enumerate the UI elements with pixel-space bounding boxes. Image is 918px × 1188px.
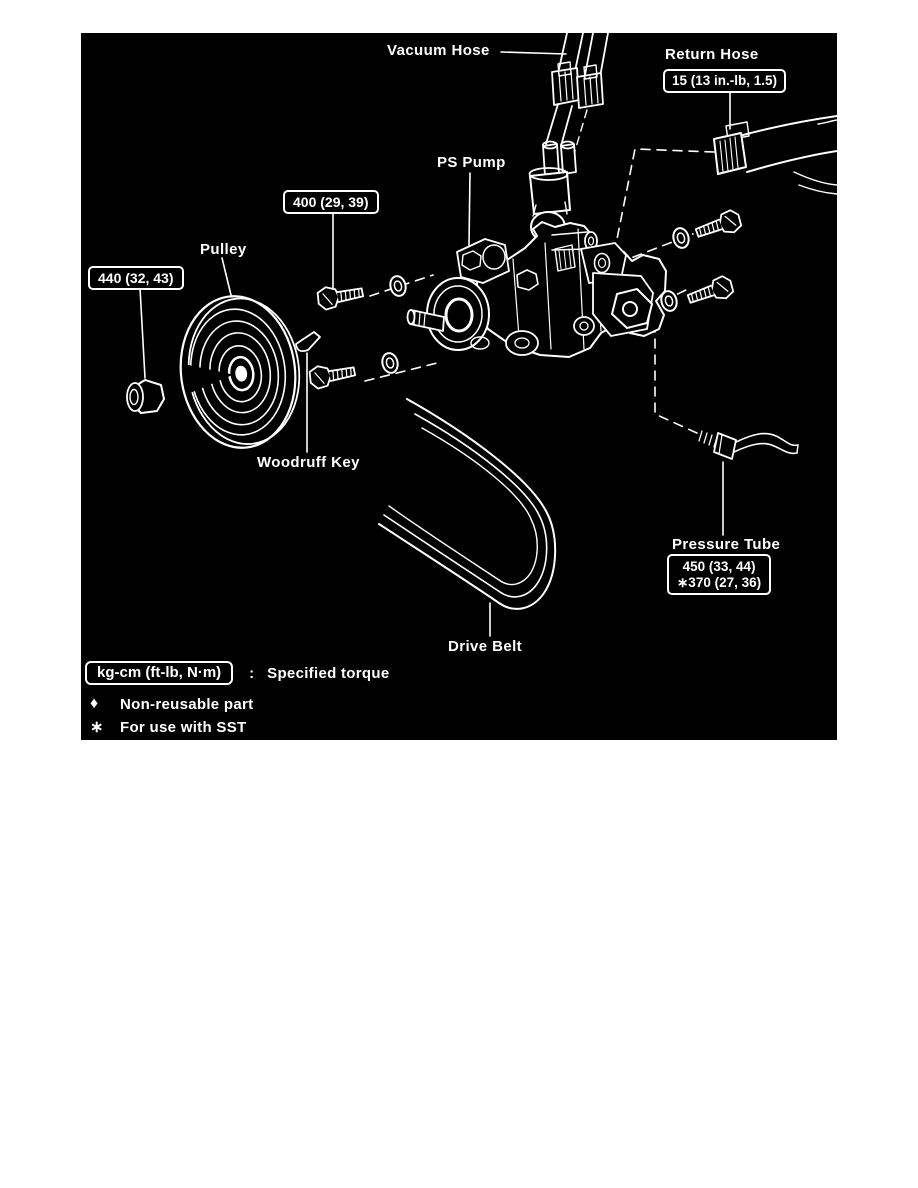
woodruff-key-illustration — [295, 331, 321, 353]
label-woodruff-key: Woodruff Key — [257, 454, 360, 471]
washer-illustration — [379, 350, 401, 376]
torque-box-return-hose: 15 (13 in.-lb, 1.5) — [663, 69, 787, 93]
return-hose-illustration — [713, 115, 837, 195]
washer-illustration — [670, 225, 692, 251]
leader-lines — [139, 51, 731, 637]
pressure-tube-illustration — [698, 430, 799, 460]
legend-diamond-meaning: Non-reusable part — [120, 695, 254, 713]
hose-clamp-illustration — [713, 121, 750, 175]
label-pressure-tube: Pressure Tube — [672, 536, 781, 553]
legend-star-meaning: For use with SST — [120, 718, 247, 736]
vacuum-hose-illustration — [528, 33, 609, 243]
label-return-hose: Return Hose — [665, 46, 759, 63]
bolt-illustration — [692, 207, 745, 246]
drive-belt-illustration — [378, 398, 557, 610]
legend-torque-meaning: Specified torque — [267, 664, 390, 682]
label-pulley: Pulley — [200, 241, 247, 258]
diagram-line-art — [126, 33, 837, 637]
label-vacuum-hose: Vacuum Hose — [387, 42, 490, 59]
pressure-tube-torque-line1: 450 (33, 44) — [682, 559, 756, 574]
pump-illustration — [406, 221, 667, 358]
bolt-illustration — [314, 279, 366, 312]
asterisk-icon: ∗ — [90, 719, 104, 736]
legend-diamond-row: ♦ Non-reusable part — [90, 695, 253, 713]
label-drive-belt: Drive Belt — [448, 638, 523, 655]
legend-torque-row: kg-cm (ft-lb, N·m) : Specified torque — [85, 661, 389, 685]
washer-illustration — [387, 273, 409, 299]
torque-box-pulley-nut: 440 (32, 43) — [88, 266, 184, 291]
legend-unit-box: kg-cm (ft-lb, N·m) — [85, 661, 234, 685]
diamond-icon: ♦ — [90, 695, 99, 712]
pulley-nut-illustration — [126, 379, 165, 414]
pulley-illustration — [179, 295, 301, 449]
torque-box-pump-bolt: 400 (29, 39) — [283, 190, 379, 215]
pressure-tube-torque-line2: ∗370 (27, 36) — [677, 574, 762, 590]
legend-star-row: ∗ For use with SST — [90, 717, 246, 737]
diagram-panel: Vacuum Hose Return Hose PS Pump Pulley W… — [81, 33, 837, 740]
legend-separator: : — [249, 664, 255, 682]
bolt-illustration — [684, 273, 737, 312]
bolt-illustration — [306, 358, 358, 391]
torque-box-pressure-tube: 450 (33, 44) ∗370 (27, 36) — [667, 554, 772, 596]
label-ps-pump: PS Pump — [437, 154, 506, 171]
